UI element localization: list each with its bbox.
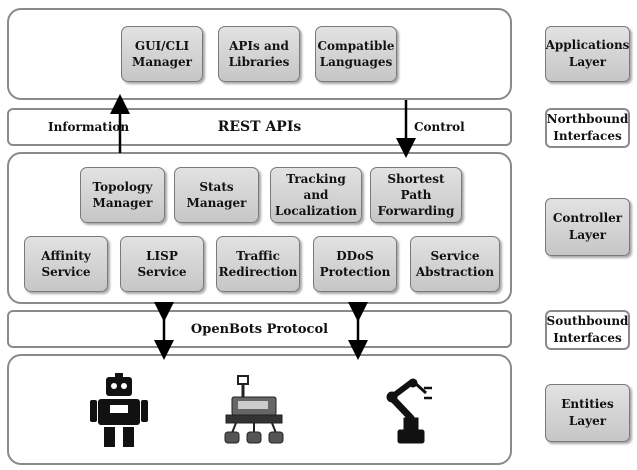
openbots-protocol-bar: OpenBots Protocol — [7, 310, 512, 348]
shortest-path-forwarding-module: Shortest Path Forwarding — [370, 167, 462, 223]
robotic-arm-icon — [386, 378, 432, 444]
entities-layer-label: Entities Layer — [545, 384, 630, 442]
affinity-service-module: Affinity Service — [24, 236, 108, 292]
robot-icon — [90, 373, 148, 447]
gui-cli-manager-module: GUI/CLI Manager — [121, 26, 203, 82]
rest-apis-title: REST APIs — [217, 119, 302, 135]
stats-manager-module: Stats Manager — [174, 167, 259, 223]
controller-layer-label: Controller Layer — [545, 198, 630, 256]
traffic-redirection-module: Traffic Redirection — [216, 236, 300, 292]
southbound-interfaces-label: Southbound Interfaces — [545, 310, 630, 350]
northbound-interfaces-label: Northbound Interfaces — [545, 108, 630, 148]
lisp-service-module: LISP Service — [120, 236, 204, 292]
apis-libraries-module: APIs and Libraries — [218, 26, 300, 82]
rest-apis-bar: REST APIs — [7, 108, 512, 146]
service-abstraction-module: Service Abstraction — [410, 236, 500, 292]
information-label: Information — [48, 120, 130, 134]
control-label: Control — [414, 120, 465, 134]
rover-icon — [224, 375, 284, 444]
tracking-localization-module: Tracking and Localization — [270, 167, 362, 223]
ddos-protection-module: DDoS Protection — [313, 236, 397, 292]
compatible-languages-module: Compatible Languages — [315, 26, 397, 82]
topology-manager-module: Topology Manager — [80, 167, 165, 223]
openbots-protocol-title: OpenBots Protocol — [190, 321, 329, 337]
applications-layer-label: Applications Layer — [545, 26, 630, 82]
